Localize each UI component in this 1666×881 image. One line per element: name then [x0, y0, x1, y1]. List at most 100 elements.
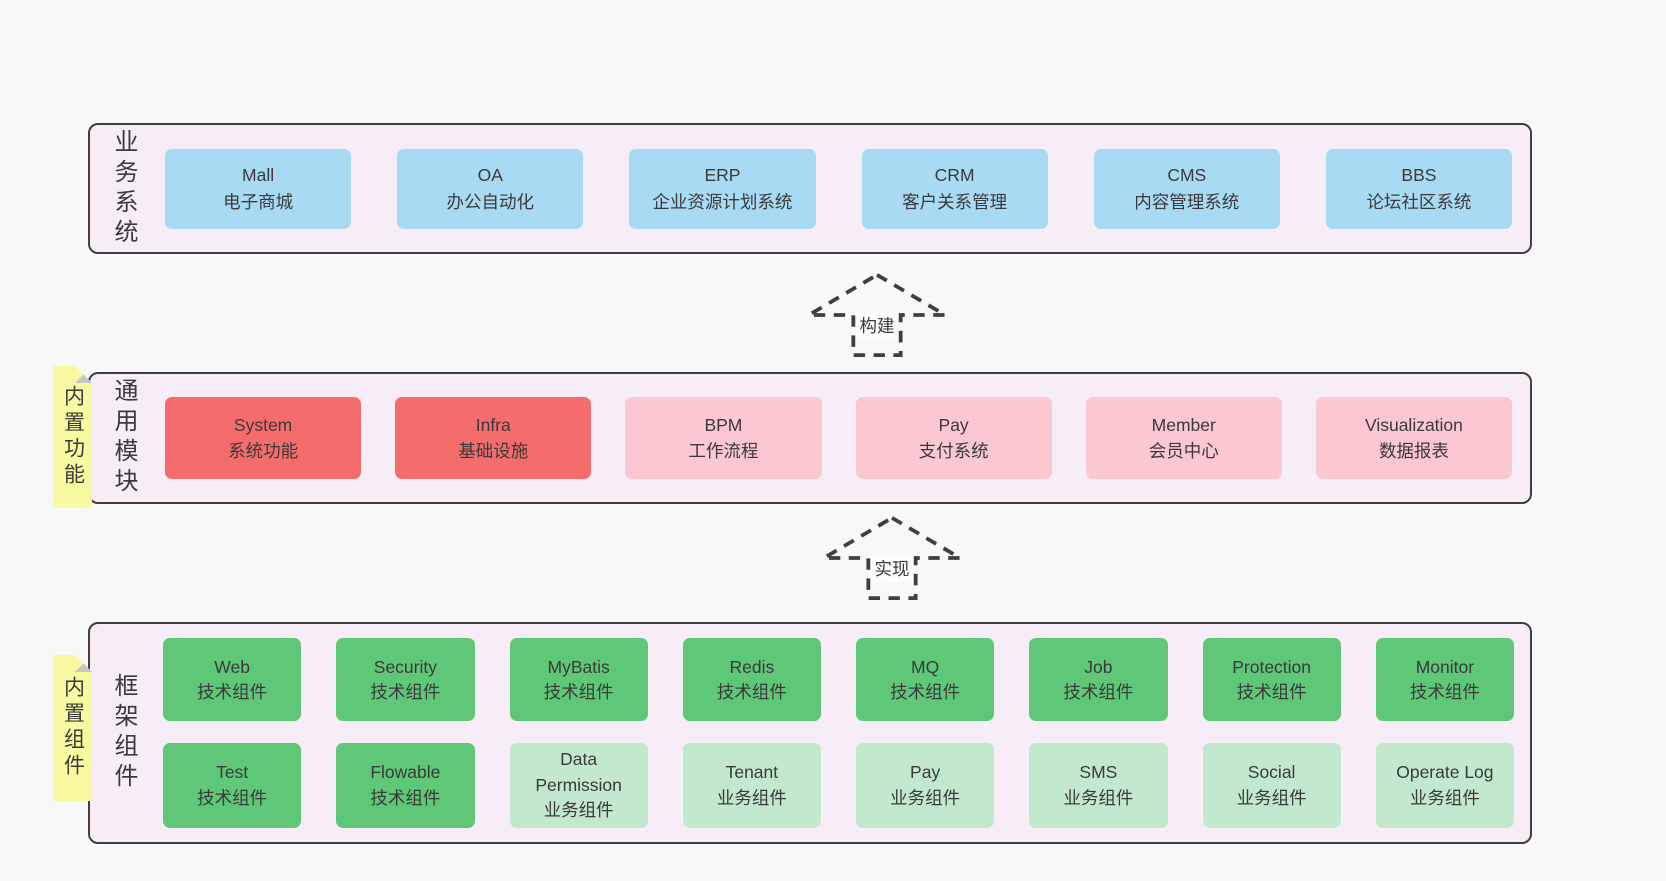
- arrow-build: 构建: [806, 272, 948, 358]
- box-subtitle: 基础设施: [458, 441, 529, 461]
- box-subtitle: 内容管理系统: [1134, 191, 1240, 212]
- sticky-text: 内置组件: [61, 676, 85, 780]
- box-web: Web 技术组件: [163, 638, 302, 722]
- box-subtitle: 系统功能: [228, 441, 299, 461]
- box-title: Data Permission: [535, 749, 622, 795]
- box-subtitle: 论坛社区系统: [1366, 191, 1472, 212]
- box-title: Security: [373, 656, 437, 677]
- components-rows: Web 技术组件 Security 技术组件 MyBatis 技术组件 Redi…: [141, 638, 1530, 828]
- box-title: MQ: [911, 656, 940, 677]
- arrow-implement: 实现: [821, 515, 963, 601]
- box-tenant: Tenant 业务组件: [682, 743, 821, 828]
- components-side-label: 框架组件: [110, 673, 137, 793]
- box-bbs: BBS 论坛社区系统: [1325, 148, 1513, 229]
- box-title: Mall: [242, 165, 275, 186]
- box-flowable: Flowable 技术组件: [336, 743, 475, 828]
- box-title: CRM: [934, 165, 975, 186]
- box-subtitle: 支付系统: [918, 441, 989, 461]
- box-subtitle: 技术组件: [1236, 681, 1307, 702]
- box-title: SMS: [1079, 762, 1118, 783]
- box-subtitle: 会员中心: [1148, 441, 1219, 461]
- components-row-1: Web 技术组件 Security 技术组件 MyBatis 技术组件 Redi…: [163, 638, 1514, 722]
- box-redis: Redis 技术组件: [682, 638, 821, 722]
- box-pay-component: Pay 业务组件: [856, 743, 995, 828]
- box-erp: ERP 企业资源计划系统: [629, 148, 816, 229]
- section-common-modules: 通用模块 System 系统功能 Infra 基础设施 BPM 工作流程 Pay…: [88, 372, 1532, 504]
- box-subtitle: 数据报表: [1378, 441, 1449, 461]
- box-mybatis: MyBatis 技术组件: [509, 638, 648, 722]
- box-title: Pay: [938, 414, 969, 435]
- box-subtitle: 业务组件: [1236, 787, 1307, 808]
- box-crm: CRM 客户关系管理: [861, 148, 1048, 229]
- up-arrow-icon: [806, 272, 948, 358]
- box-subtitle: 业务组件: [1409, 787, 1480, 808]
- up-arrow-icon: [821, 515, 963, 601]
- box-subtitle: 技术组件: [716, 681, 787, 702]
- arrow-build-label: 构建: [855, 312, 899, 339]
- box-pay-system: Pay 支付系统: [855, 397, 1052, 479]
- box-title: Job: [1084, 656, 1113, 677]
- box-subtitle: 工作流程: [688, 441, 759, 461]
- section-business-systems: 业务系统 Mall 电子商城 OA 办公自动化 ERP 企业资源计划系统 CRM…: [88, 123, 1532, 254]
- box-job: Job 技术组件: [1029, 638, 1168, 722]
- box-monitor: Monitor 技术组件: [1375, 638, 1514, 722]
- box-title: Visualization: [1364, 414, 1463, 435]
- sticky-built-in-components: 内置组件: [53, 655, 92, 801]
- box-title: Member: [1151, 414, 1216, 435]
- box-title: Pay: [910, 762, 941, 783]
- box-subtitle: 业务组件: [1063, 787, 1134, 808]
- box-title: ERP: [704, 165, 741, 186]
- modules-side-label: 通用模块: [110, 378, 137, 498]
- box-title: Monitor: [1415, 656, 1475, 677]
- box-title: Tenant: [725, 762, 779, 783]
- box-subtitle: 技术组件: [197, 681, 268, 702]
- box-title: Test: [216, 762, 249, 783]
- box-cms: CMS 内容管理系统: [1093, 148, 1280, 229]
- box-subtitle: 技术组件: [1409, 681, 1480, 702]
- box-infra: Infra 基础设施: [395, 397, 592, 479]
- box-security: Security 技术组件: [336, 638, 475, 722]
- box-subtitle: 技术组件: [543, 681, 614, 702]
- components-row-2: Test 技术组件 Flowable 技术组件 Data Permission …: [163, 743, 1514, 828]
- box-visualization: Visualization 数据报表: [1315, 397, 1513, 479]
- sticky-text: 内置功能: [61, 385, 85, 489]
- box-title: Social: [1247, 762, 1296, 783]
- box-subtitle: 客户关系管理: [902, 191, 1008, 212]
- box-subtitle: 业务组件: [716, 787, 787, 808]
- box-subtitle: 技术组件: [1063, 681, 1134, 702]
- box-title: OA: [477, 165, 503, 186]
- box-subtitle: 技术组件: [197, 787, 268, 808]
- box-title: Infra: [475, 414, 511, 435]
- box-title: Protection: [1232, 656, 1312, 677]
- box-operate-log: Operate Log 业务组件: [1375, 743, 1514, 828]
- box-title: CMS: [1167, 165, 1207, 186]
- modules-boxes: System 系统功能 Infra 基础设施 BPM 工作流程 Pay 支付系统…: [141, 397, 1530, 479]
- box-subtitle: 企业资源计划系统: [652, 191, 793, 212]
- box-mall: Mall 电子商城: [165, 148, 352, 229]
- box-title: Operate Log: [1396, 762, 1494, 783]
- box-sms: SMS 业务组件: [1029, 743, 1168, 828]
- box-subtitle: 电子商城: [223, 191, 294, 212]
- box-title: BBS: [1401, 165, 1437, 186]
- box-title: Flowable: [370, 762, 441, 783]
- box-member: Member 会员中心: [1085, 397, 1282, 479]
- section-framework-components: 框架组件 Web 技术组件 Security 技术组件 MyBatis 技术组件…: [88, 622, 1532, 844]
- box-system: System 系统功能: [165, 397, 362, 479]
- box-title: BPM: [704, 414, 743, 435]
- sticky-built-in-functions: 内置功能: [53, 366, 92, 508]
- box-subtitle: 业务组件: [543, 800, 614, 821]
- box-bpm: BPM 工作流程: [625, 397, 822, 479]
- box-test: Test 技术组件: [163, 743, 302, 828]
- box-subtitle: 办公自动化: [446, 191, 535, 212]
- box-subtitle: 技术组件: [370, 681, 441, 702]
- box-title: Web: [214, 656, 250, 677]
- box-social: Social 业务组件: [1202, 743, 1341, 828]
- box-subtitle: 技术组件: [370, 787, 441, 808]
- business-boxes: Mall 电子商城 OA 办公自动化 ERP 企业资源计划系统 CRM 客户关系…: [141, 148, 1530, 229]
- arrow-implement-label: 实现: [870, 555, 914, 582]
- business-side-label: 业务系统: [110, 128, 137, 249]
- box-title: Redis: [729, 656, 775, 677]
- box-mq: MQ 技术组件: [856, 638, 995, 722]
- box-oa: OA 办公自动化: [397, 148, 584, 229]
